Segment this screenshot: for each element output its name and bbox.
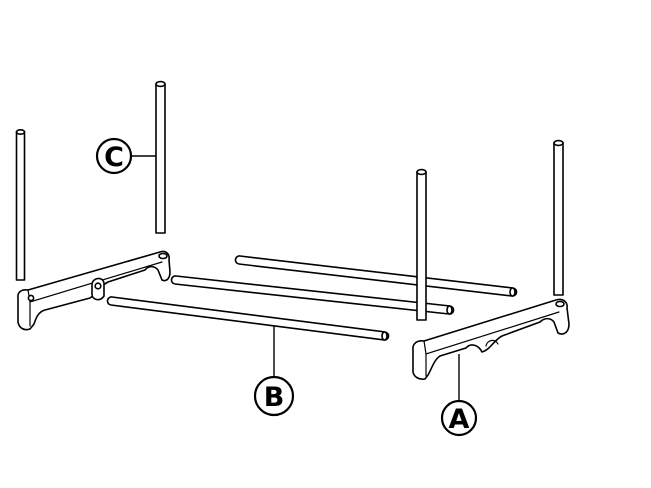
- callout-a: A: [440, 399, 478, 437]
- leg-left-back: [15, 129, 26, 281]
- right-base-foot: [412, 298, 570, 380]
- leg-right-back: [553, 139, 564, 296]
- callout-a-label: A: [449, 404, 470, 435]
- callout-b-label: B: [264, 382, 285, 413]
- leg-c: [155, 80, 166, 234]
- rod-b-front: [106, 296, 390, 341]
- callout-c: C: [95, 137, 133, 175]
- rod-b-middle: [170, 275, 455, 315]
- callout-c-label: C: [104, 142, 124, 173]
- leg-right-front: [416, 168, 427, 321]
- rod-b-back: [234, 255, 518, 297]
- callout-b: B: [253, 375, 295, 417]
- left-base-foot: [17, 250, 171, 331]
